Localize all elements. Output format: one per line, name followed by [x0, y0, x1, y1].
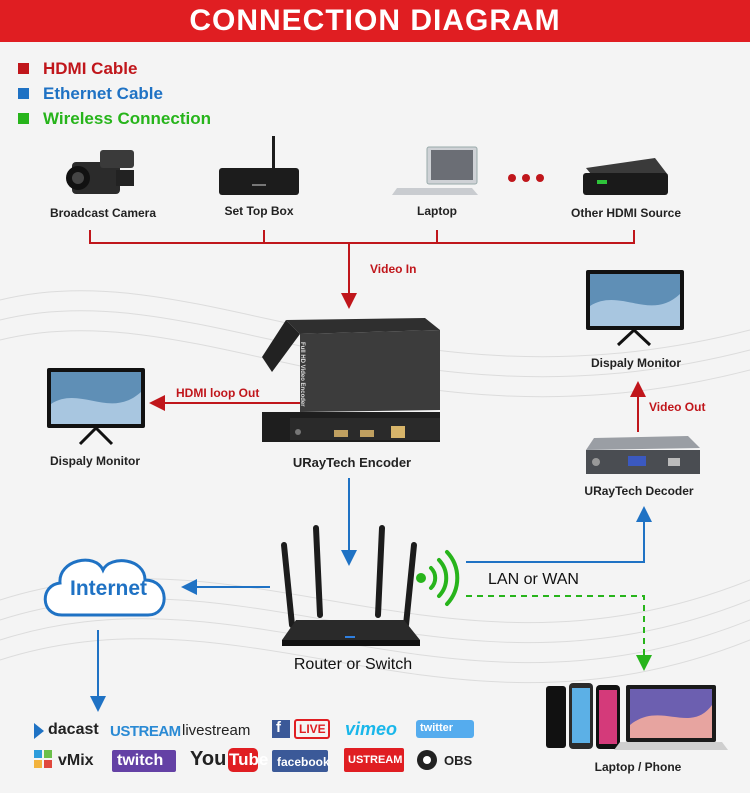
hdmi-source-icon — [583, 158, 668, 195]
legend-ethernet: Ethernet Cable — [18, 81, 211, 106]
laptop-label: Laptop — [417, 204, 457, 218]
other-source-label: Other HDMI Source — [570, 206, 682, 220]
fb-live-logo: LIVE — [299, 722, 326, 736]
hdmi-loop-label: HDMI loop Out — [176, 386, 260, 400]
page-title: CONNECTION DIAGRAM — [189, 4, 561, 37]
legend-hdmi: HDMI Cable — [18, 56, 211, 81]
phone-label: Laptop / Phone — [594, 760, 682, 774]
youtube-you: You — [190, 748, 227, 770]
wireless-line — [466, 595, 652, 671]
hdmi-swatch — [18, 63, 29, 74]
encoder-label: URayTech Encoder — [292, 455, 412, 470]
internet-cloud-icon — [43, 558, 166, 617]
ustream-tv-logo: USTREAM — [348, 754, 403, 766]
router-icon — [281, 525, 420, 646]
wireless-swatch — [18, 113, 29, 124]
legend-ethernet-label: Ethernet Cable — [43, 83, 163, 103]
ustream-logo: USTREAM — [110, 723, 181, 740]
video-in-label: Video In — [370, 262, 417, 276]
legend-hdmi-label: HDMI Cable — [43, 58, 138, 78]
ethernet-swatch — [18, 88, 29, 99]
set-top-box-label: Set Top Box — [224, 204, 294, 218]
legend-wireless: Wireless Connection — [18, 106, 211, 131]
camera-icon — [66, 150, 134, 194]
legend: HDMI Cable Ethernet Cable Wireless Conne… — [18, 56, 211, 131]
router-label: Router or Switch — [293, 656, 413, 673]
encoder-device — [262, 318, 440, 442]
facebook-logo: facebook — [277, 755, 330, 769]
twitter-logo: twitter — [420, 722, 453, 734]
livestream-logo: livestream — [182, 722, 251, 739]
dacast-logo: dacast — [48, 721, 99, 738]
right-monitor-icon — [586, 270, 684, 347]
camera-label: Broadcast Camera — [49, 206, 157, 220]
twitch-logo: twitch — [117, 752, 164, 769]
video-out-label: Video Out — [649, 400, 706, 414]
logo-shapes — [34, 719, 474, 772]
decoder-label: URayTech Decoder — [584, 484, 694, 498]
left-monitor-icon — [47, 368, 145, 446]
obs-logo: OBS — [444, 753, 473, 768]
lan-wan-label: LAN or WAN — [488, 571, 579, 588]
legend-wireless-label: Wireless Connection — [43, 108, 211, 128]
ethernet-lines — [90, 478, 652, 712]
title-banner — [0, 0, 750, 42]
vmix-logo: vMix — [58, 752, 94, 769]
internet-label: Internet — [70, 577, 148, 600]
phone-laptop-icon — [546, 683, 728, 750]
left-monitor-label: Dispaly Monitor — [49, 454, 141, 468]
set-top-box-icon — [219, 136, 299, 195]
decoder-device — [586, 436, 700, 474]
youtube-tube: Tube — [229, 750, 269, 769]
laptop-icon — [392, 146, 478, 195]
facebook-f-icon: f — [276, 719, 281, 736]
more-dots-icon — [508, 174, 544, 182]
wifi-icon — [416, 550, 460, 606]
right-monitor-label: Dispaly Monitor — [590, 356, 682, 370]
encoder-face-label: Full HD Video Encoder — [299, 342, 305, 407]
vimeo-logo: vimeo — [345, 719, 398, 739]
